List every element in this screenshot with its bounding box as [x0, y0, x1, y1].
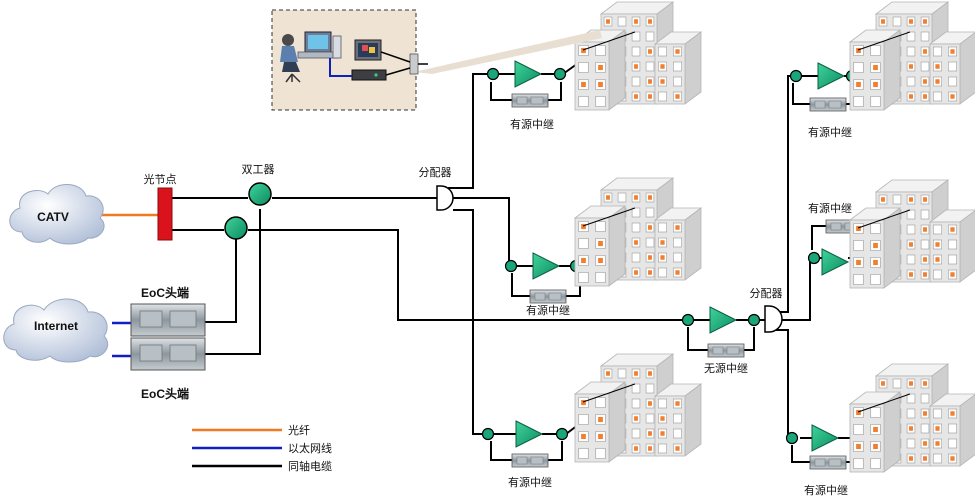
amplifier-icon — [532, 252, 561, 280]
tap-node-icon — [785, 431, 799, 445]
tap-node-icon — [681, 313, 695, 327]
office-inset — [271, 9, 602, 111]
computer-workstation-icon — [280, 31, 342, 83]
tap-node-icon — [486, 67, 500, 81]
amplifier-icon — [821, 248, 850, 276]
building-bottom-middle — [573, 353, 703, 463]
tap-node-icon — [807, 251, 821, 265]
eoc-head-label-top: EoC头端 — [141, 285, 189, 300]
diplexer-label: 双工器 — [242, 163, 275, 176]
wall-outlet-icon — [409, 53, 419, 75]
optical-node — [157, 187, 173, 241]
eoc-head-device-1 — [130, 303, 206, 337]
legend-ethernet-label: 以太网线 — [288, 441, 332, 455]
tap-node-icon — [553, 67, 567, 81]
tap-node-icon — [481, 427, 495, 441]
cloud-catv: CATV — [9, 184, 105, 245]
tap-node-icon — [555, 427, 569, 441]
coax-cables — [172, 55, 881, 463]
building-top-middle — [573, 1, 703, 111]
amplifier-icon — [817, 62, 846, 90]
splitter-2-label: 分配器 — [750, 287, 783, 300]
building-mid-right — [848, 179, 975, 289]
amplifier-icon — [514, 60, 543, 88]
active-repeater-1 — [486, 60, 567, 108]
active-repeater-label-3: 有源中继 — [508, 475, 552, 489]
building-bottom-right — [848, 363, 975, 473]
active-repeater-label-6: 有源中继 — [804, 483, 848, 497]
eoc-head-label-bottom: EoC头端 — [141, 386, 189, 401]
passive-repeater-label: 无源中继 — [704, 361, 748, 375]
internet-label: Internet — [34, 319, 78, 333]
legend-fiber-label: 光纤 — [288, 423, 310, 437]
diplexer-2 — [224, 216, 248, 240]
catv-label: CATV — [37, 210, 69, 224]
building-mid-middle — [573, 177, 703, 287]
active-repeater-label-1: 有源中继 — [510, 117, 554, 131]
amplifier-icon — [811, 424, 840, 452]
active-repeater-label-5: 有源中继 — [808, 201, 852, 215]
amplifier-icon — [709, 306, 738, 334]
active-repeater-4 — [789, 62, 859, 112]
active-repeater-label-2: 有源中继 — [526, 303, 570, 317]
tap-node-icon — [747, 313, 761, 327]
active-repeater-label-4: 有源中继 — [808, 125, 852, 139]
splitter-1-label: 分配器 — [419, 166, 452, 179]
diplexer-1 — [248, 182, 272, 206]
legend-coax-label: 同轴电缆 — [288, 459, 332, 473]
catv-terminal-icon — [354, 39, 382, 61]
active-repeater-3 — [481, 420, 569, 468]
splitter-2 — [764, 305, 783, 333]
amplifier-icon — [515, 420, 544, 448]
legend: 光纤 以太网线 同轴电缆 — [192, 423, 332, 473]
modem-icon — [351, 69, 387, 81]
buildings — [573, 1, 975, 473]
cloud-internet: Internet — [3, 298, 109, 363]
tap-node-icon — [789, 69, 803, 83]
passive-repeater — [681, 306, 761, 358]
splitter-1 — [436, 185, 454, 211]
tap-node-icon — [504, 259, 518, 273]
building-top-right — [848, 1, 975, 111]
eoc-head-device-2 — [130, 337, 206, 371]
optical-node-label: 光节点 — [144, 172, 177, 186]
